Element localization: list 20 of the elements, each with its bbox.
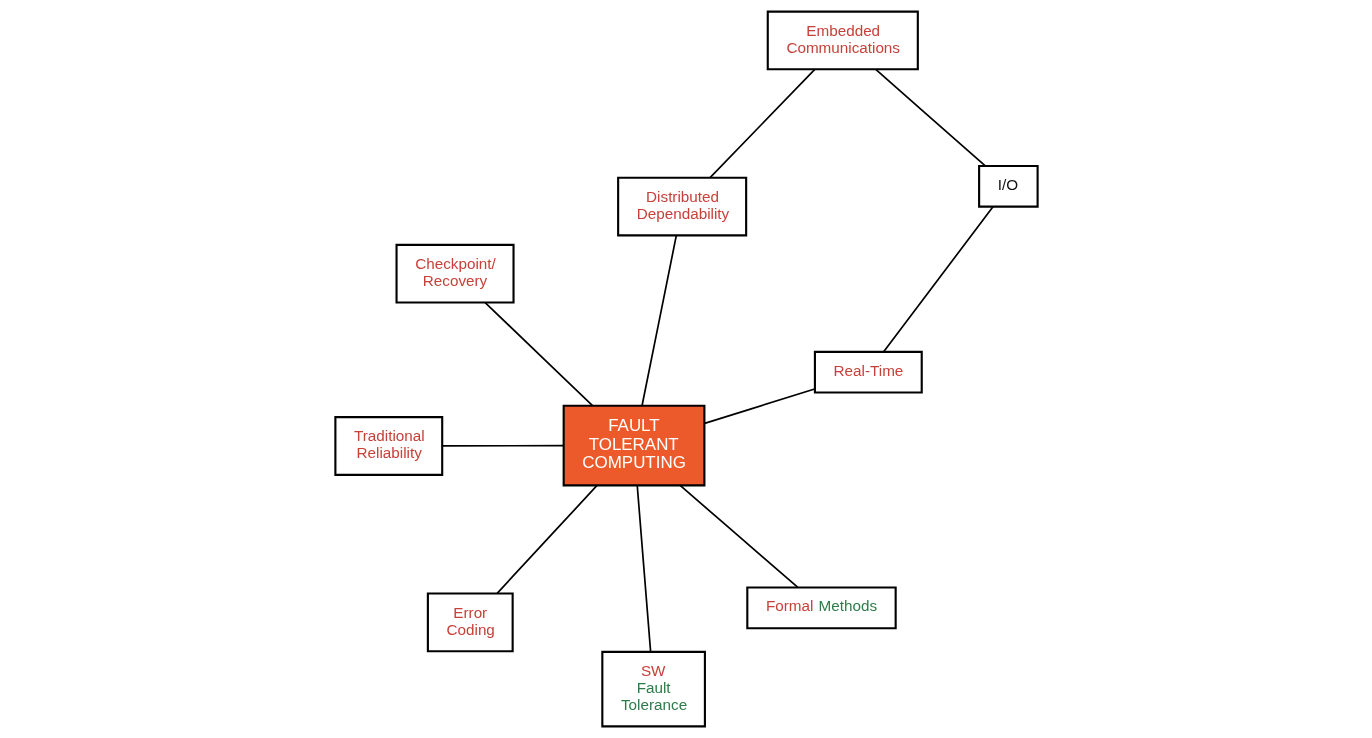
connector (495, 484, 598, 595)
node-box: Distributed Dependability (616, 176, 747, 237)
connector (708, 68, 816, 179)
node-box: I/O (977, 164, 1039, 208)
connector (441, 444, 564, 447)
connector (635, 484, 651, 653)
connector (703, 388, 815, 425)
connector (882, 205, 994, 353)
node-box: Error Coding (426, 592, 514, 653)
node-box: SW Fault Tolerance (600, 650, 706, 728)
connector (640, 234, 677, 407)
node-box: FAULT TOLERANT COMPUTING (562, 404, 705, 487)
connector (874, 68, 986, 167)
connector (483, 301, 593, 407)
node-box: Formal Methods (745, 586, 897, 630)
node-box: Traditional Reliability (333, 416, 443, 476)
node-box: Real-Time (813, 350, 923, 394)
node-box: Checkpoint/ Recovery (395, 243, 515, 304)
node-box: Embedded Communications (766, 10, 919, 71)
connector (678, 484, 799, 589)
